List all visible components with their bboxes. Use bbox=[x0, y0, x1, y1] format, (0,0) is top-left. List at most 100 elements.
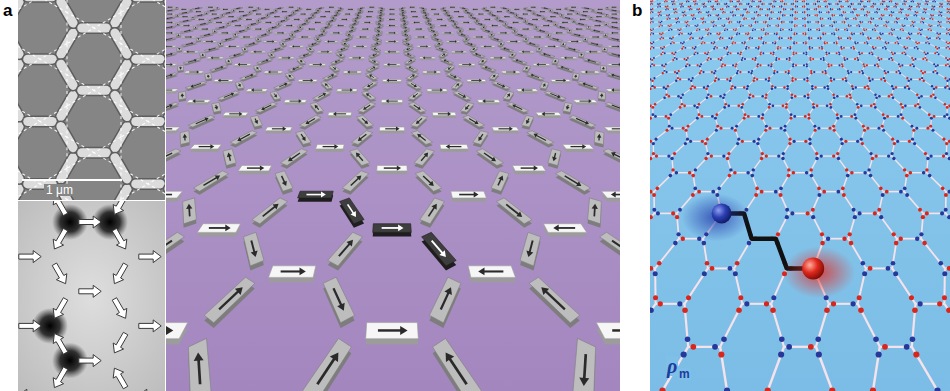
arrow-head bbox=[282, 43, 284, 45]
arrow-head bbox=[453, 20, 455, 22]
arrow-head bbox=[465, 10, 467, 12]
arrow-head bbox=[171, 13, 172, 15]
arrow-head bbox=[248, 7, 249, 9]
arrow-head bbox=[536, 14, 538, 16]
arrow-head bbox=[469, 28, 471, 30]
moment-arrow bbox=[471, 80, 480, 81]
magnetic-island bbox=[572, 73, 580, 80]
island-side bbox=[263, 42, 278, 43]
moment-arrow bbox=[612, 14, 617, 15]
moment-arrow bbox=[463, 22, 468, 23]
arrow-head bbox=[587, 59, 590, 62]
magnetic-island bbox=[400, 17, 408, 19]
arrow-head bbox=[490, 12, 492, 13]
arrow-head bbox=[288, 57, 290, 60]
moment-arrow bbox=[367, 16, 372, 17]
moment-arrow bbox=[435, 38, 438, 39]
island-side bbox=[419, 59, 435, 61]
moment-arrow bbox=[352, 57, 359, 58]
island-side bbox=[609, 8, 619, 10]
magnetic-island bbox=[590, 30, 604, 33]
arrow-head bbox=[525, 38, 527, 40]
magnetic-island bbox=[335, 25, 347, 27]
moment-arrow bbox=[299, 26, 301, 28]
kagome-guide bbox=[40, 0, 67, 12]
moment-arrow bbox=[182, 12, 186, 14]
moment-arrow bbox=[529, 23, 533, 25]
arrow-head bbox=[616, 13, 617, 15]
arrow-head bbox=[243, 15, 245, 17]
magnetic-island bbox=[387, 9, 396, 11]
arrow-head bbox=[618, 45, 620, 47]
moment-arrow bbox=[591, 17, 592, 18]
moment-arrow bbox=[342, 48, 346, 49]
moment-arrow bbox=[325, 11, 329, 12]
magnetic-island bbox=[262, 9, 272, 11]
moment-arrow bbox=[536, 26, 537, 27]
magnetic-island bbox=[399, 10, 406, 12]
arrow-head bbox=[611, 26, 613, 28]
moment-arrow bbox=[587, 72, 595, 73]
island-side bbox=[608, 33, 620, 35]
arrow-head bbox=[560, 9, 561, 11]
arrow-head bbox=[166, 39, 167, 41]
island-side bbox=[166, 47, 177, 48]
magnetic-island bbox=[206, 57, 224, 59]
island-side bbox=[553, 10, 563, 12]
magnetic-island bbox=[246, 7, 256, 9]
arrow-head bbox=[484, 45, 486, 47]
arrow-head bbox=[195, 27, 197, 29]
magnetic-island bbox=[252, 28, 265, 30]
magnetic-island bbox=[544, 46, 560, 47]
island-side bbox=[482, 20, 493, 22]
magnetic-island bbox=[609, 10, 620, 12]
arrow-head bbox=[236, 8, 237, 10]
island-side bbox=[278, 59, 295, 61]
moment-arrow bbox=[112, 228, 127, 249]
arrow-head bbox=[404, 30, 406, 32]
arrow-head bbox=[535, 7, 536, 9]
island-side bbox=[218, 33, 232, 35]
magnetic-island bbox=[399, 8, 406, 10]
arrow-head bbox=[514, 9, 515, 11]
arrow-head bbox=[197, 38, 199, 40]
arrow-head bbox=[305, 13, 306, 15]
magnetic-island bbox=[166, 38, 177, 42]
arrow-head bbox=[369, 22, 371, 24]
arrow-head bbox=[559, 26, 561, 28]
arrow-head bbox=[443, 54, 446, 56]
island-side bbox=[318, 17, 329, 19]
arrow-head bbox=[441, 19, 443, 21]
moment-arrow bbox=[498, 11, 502, 12]
island-side bbox=[384, 66, 401, 68]
arrow-head bbox=[596, 43, 598, 45]
magnetic-island bbox=[346, 30, 356, 33]
arrow-head bbox=[378, 23, 380, 25]
moment-arrow bbox=[285, 17, 287, 18]
island-side bbox=[606, 9, 609, 11]
island-side bbox=[324, 42, 338, 43]
magnetic-island bbox=[410, 16, 420, 18]
moment-arrow bbox=[270, 12, 273, 14]
arrow-head bbox=[531, 74, 534, 77]
island-side bbox=[591, 26, 604, 28]
moment-arrow bbox=[543, 18, 544, 19]
magnetic-island bbox=[549, 38, 563, 42]
arrow-head bbox=[171, 22, 173, 24]
arrow-head bbox=[505, 32, 507, 34]
island-side bbox=[166, 8, 175, 10]
moment-arrow bbox=[577, 13, 578, 14]
moment-arrow bbox=[412, 11, 416, 12]
island-side bbox=[501, 73, 520, 75]
magnetic-island bbox=[400, 20, 408, 22]
moment-arrow bbox=[294, 31, 298, 32]
moment-arrow bbox=[540, 31, 544, 32]
magnetic-island bbox=[406, 82, 421, 89]
arrow-head bbox=[574, 48, 576, 50]
arrow-head bbox=[402, 17, 404, 19]
island-side bbox=[283, 26, 295, 28]
arrow-head bbox=[528, 23, 530, 25]
arrow-head bbox=[564, 79, 567, 82]
moment-arrow bbox=[561, 14, 562, 15]
magnetic-island bbox=[330, 32, 343, 34]
